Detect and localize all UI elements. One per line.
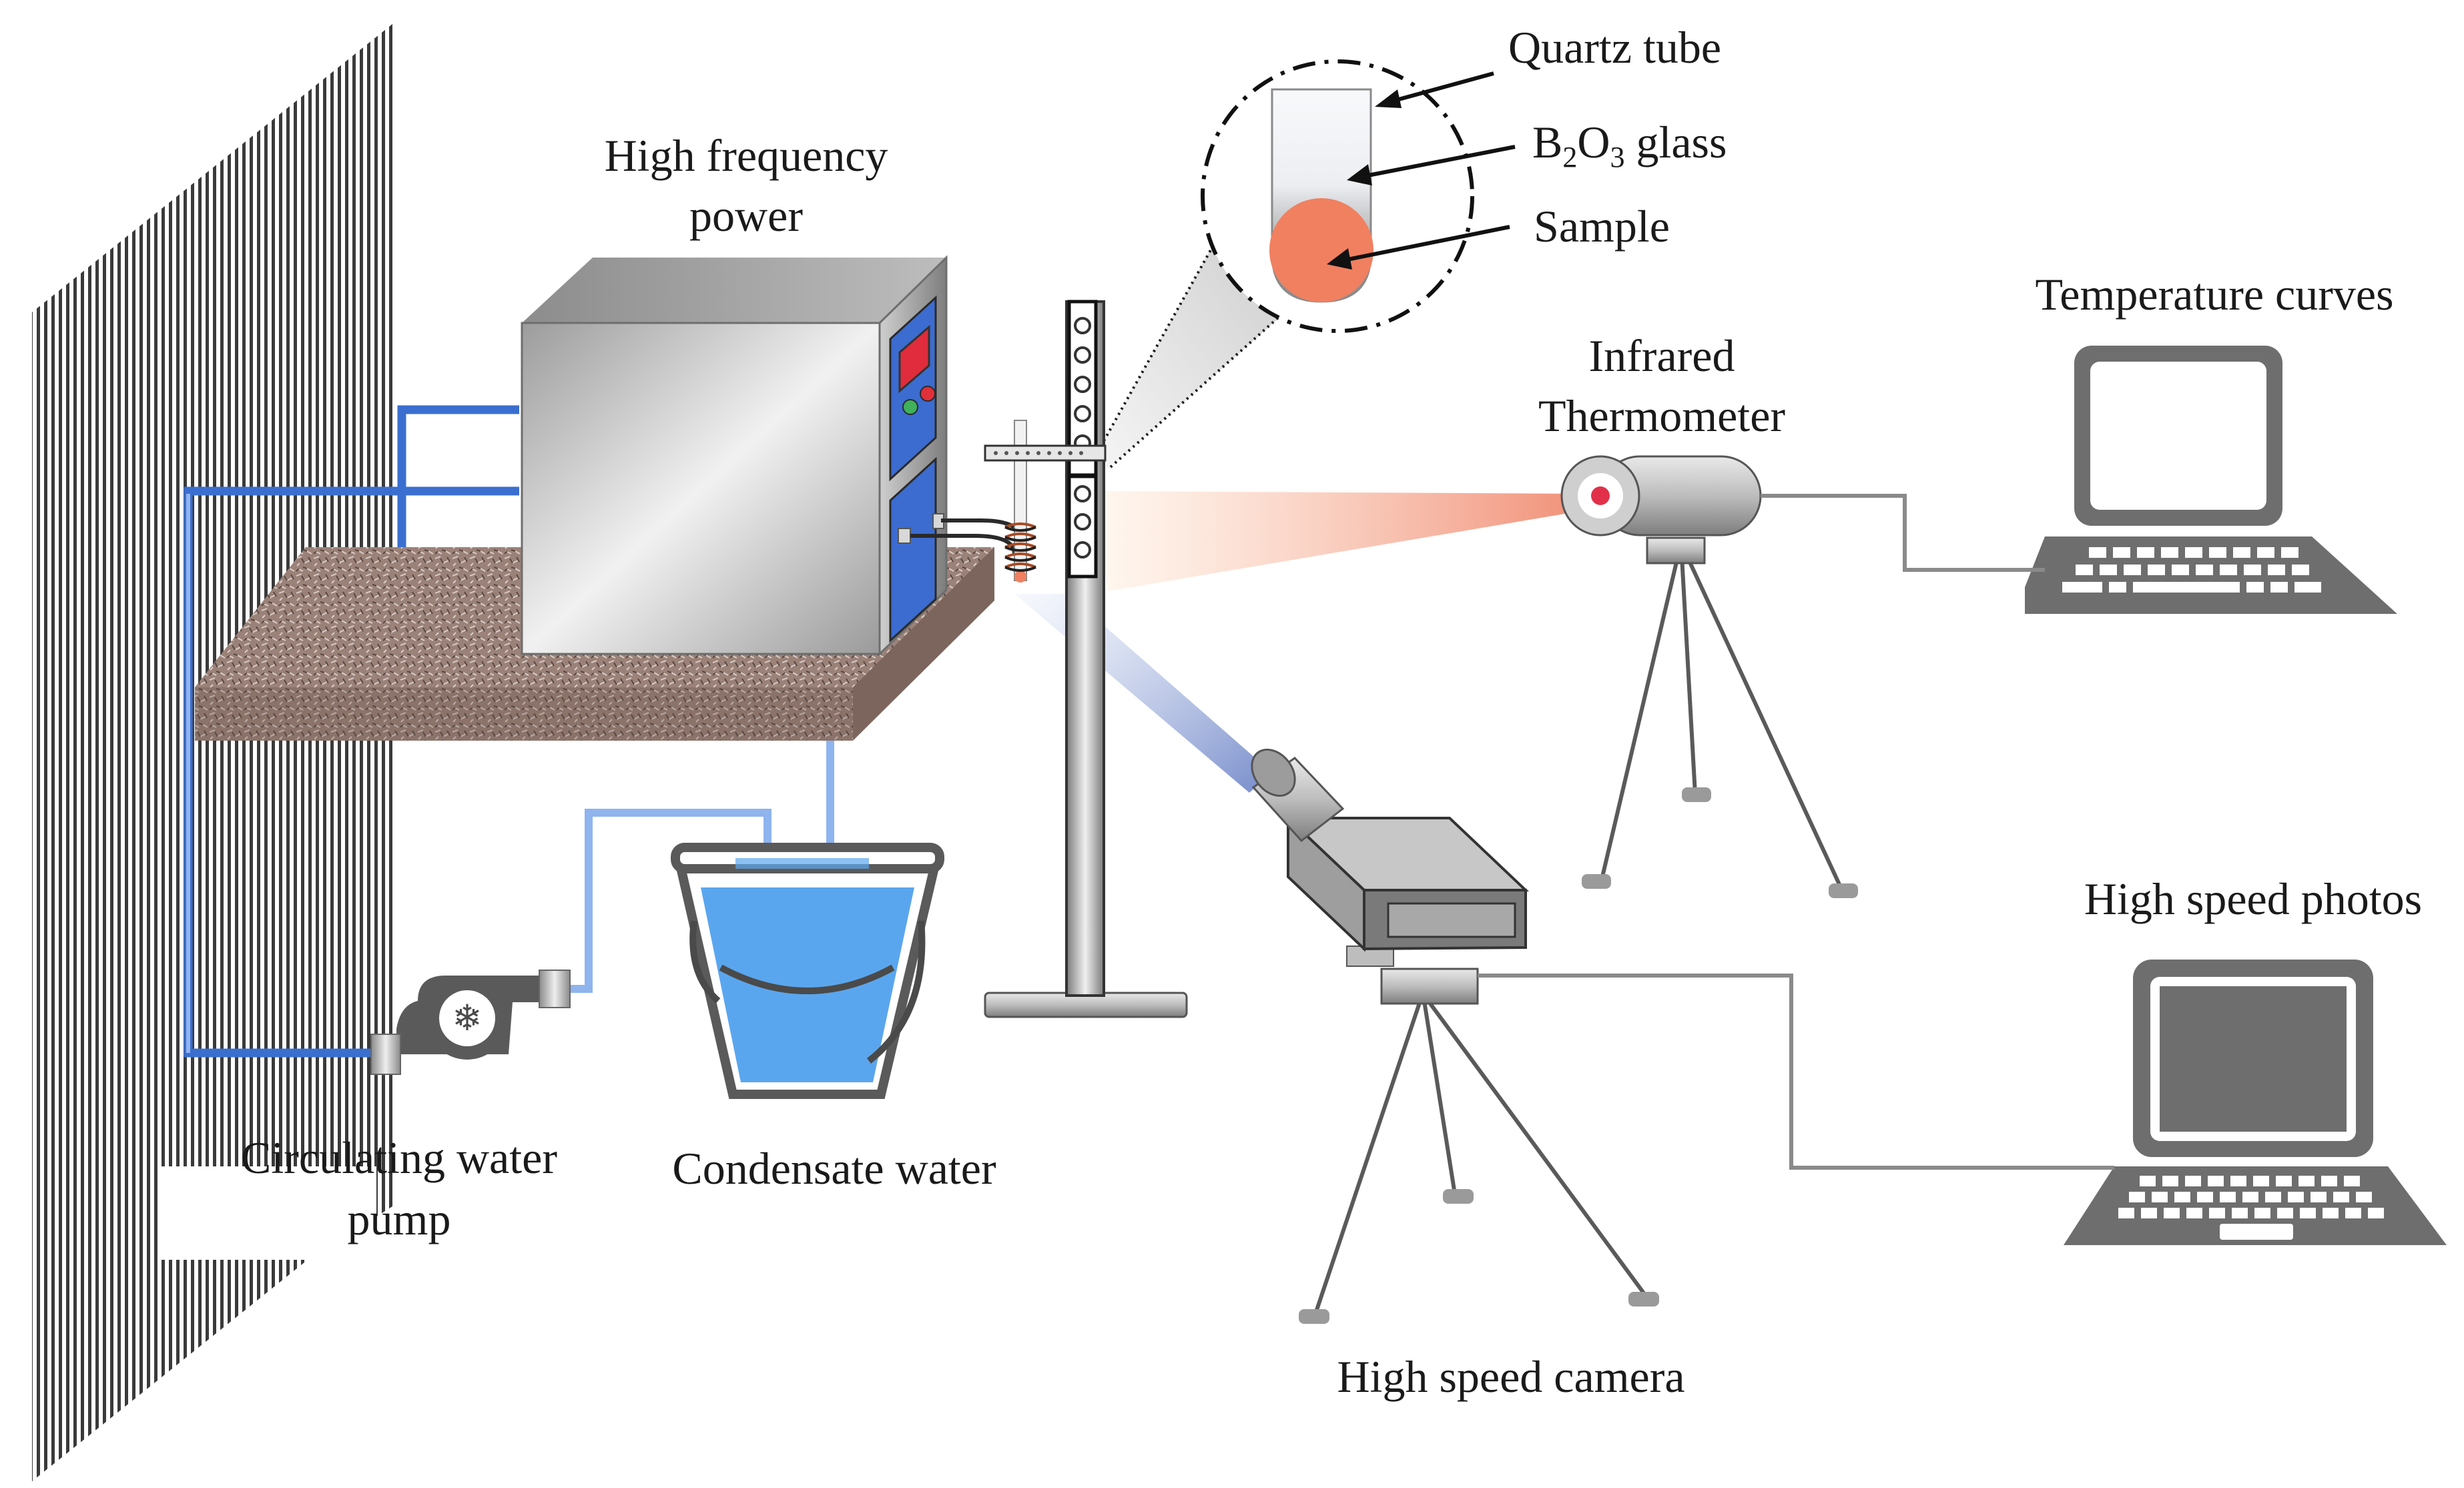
zoom-inset: [1088, 59, 1516, 468]
arrow-quartz: [1381, 71, 1494, 106]
power-display: [898, 324, 930, 394]
label-power-line2: power: [689, 190, 803, 241]
label-infrared-line2: Thermometer: [1538, 390, 1785, 441]
labels: High frequency power Quartz tube B2O3 gl…: [241, 22, 2422, 1402]
snowflake-icon: ❄: [452, 997, 482, 1039]
cable-thermometer-laptop: [1761, 494, 2045, 572]
camera-view-beam: [1014, 594, 1272, 793]
label-pump-line1: Circulating water: [241, 1132, 557, 1183]
power-knob-red: [920, 386, 936, 402]
wall: [32, 24, 392, 1481]
signal-cables: [1478, 494, 2114, 1170]
power-supply-box: [521, 255, 948, 657]
ir-beam: [1095, 491, 1588, 591]
water-pipes: [184, 405, 834, 1058]
laptop-temperature: [2025, 346, 2397, 614]
infrared-thermometer: [1560, 455, 1858, 898]
cable-camera-laptop: [1478, 974, 2114, 1170]
high-speed-camera: [1251, 748, 1659, 1324]
stand-clamp-arm: [984, 444, 1107, 462]
condensate-bucket: [671, 843, 944, 1099]
arrow-sample: [1337, 225, 1510, 264]
label-temperature-curves: Temperature curves: [2035, 269, 2393, 320]
circulating-pump: ❄: [370, 970, 571, 1075]
label-high-speed-photos: High speed photos: [2084, 873, 2422, 924]
pipe-top: [397, 405, 519, 548]
sample-sphere: [1269, 198, 1373, 302]
power-knob-green: [902, 399, 918, 415]
label-quartz-tube: Quartz tube: [1508, 22, 1721, 73]
label-infrared-line1: Infrared: [1589, 330, 1735, 381]
label-high-speed-camera: High speed camera: [1337, 1351, 1684, 1402]
label-power-line1: High frequency: [605, 130, 888, 181]
label-sample: Sample: [1534, 201, 1670, 252]
retort-stand: [984, 300, 1188, 1018]
pipe-pump-bucket: [565, 809, 772, 993]
label-condensate-water: Condensate water: [672, 1143, 996, 1194]
ir-lens-dot: [1591, 486, 1610, 505]
label-b2o3-glass: B2O3 glass: [1532, 117, 1727, 173]
laptop-photos: [2064, 960, 2447, 1245]
label-pump-line2: pump: [348, 1194, 451, 1244]
arrow-b2o3: [1357, 145, 1516, 179]
